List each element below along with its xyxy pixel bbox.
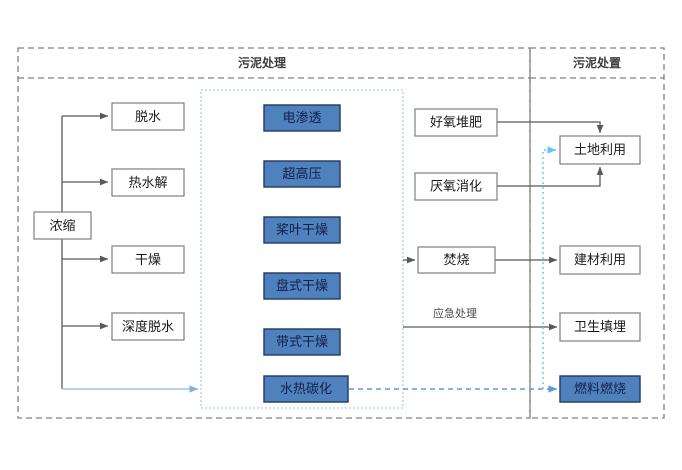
node-incineration-label: 焚烧	[443, 252, 469, 267]
node-belt-drying[interactable]: 带式干燥	[263, 328, 341, 356]
node-deep-dewater[interactable]: 深度脱水	[111, 312, 185, 341]
node-electro-osmosis-label: 电渗透	[282, 110, 321, 125]
node-land-use-label: 土地利用	[574, 142, 626, 157]
node-sanitary-landfill[interactable]: 卫生填埋	[559, 312, 641, 342]
node-fuel-combustion[interactable]: 燃料燃烧	[559, 375, 641, 403]
node-electro-osmosis[interactable]: 电渗透	[263, 104, 341, 132]
node-paddle-drying-label: 桨叶干燥	[276, 222, 328, 237]
group-title-disposal: 污泥处置	[573, 55, 621, 70]
node-incineration[interactable]: 焚烧	[417, 246, 496, 274]
node-fuel-combustion-label: 燃料燃烧	[574, 381, 626, 396]
node-disc-drying-label: 盘式干燥	[276, 278, 328, 293]
node-ultra-high-pressure-label: 超高压	[282, 166, 321, 181]
node-anaerobic-digestion-label: 厌氧消化	[430, 178, 482, 193]
node-building-material-use[interactable]: 建材利用	[559, 245, 641, 275]
node-drying-label: 干燥	[135, 252, 161, 267]
edge-anaerobic-digestion-to-land-use	[497, 166, 604, 187]
node-concentrate[interactable]: 浓缩	[33, 211, 92, 240]
node-concentrate-label: 浓缩	[49, 218, 75, 233]
node-thermal-hydrolysis[interactable]: 热水解	[111, 168, 185, 197]
edges-right-branch: 应急处理	[349, 121, 604, 393]
node-aerobic-composting-label: 好氧堆肥	[430, 114, 482, 129]
node-anaerobic-digestion[interactable]: 厌氧消化	[414, 172, 498, 201]
node-ultra-high-pressure[interactable]: 超高压	[263, 160, 341, 188]
edge-label-emergency: 应急处理	[433, 306, 477, 320]
group-treatment-container: 污泥处理	[17, 47, 531, 419]
node-land-use[interactable]: 土地利用	[559, 135, 641, 165]
node-dewater[interactable]: 脱水	[111, 102, 185, 131]
node-thermal-hydrolysis-label: 热水解	[128, 175, 167, 190]
group-disposal-container: 污泥处置	[529, 47, 665, 419]
node-drying[interactable]: 干燥	[111, 245, 185, 274]
node-hydrothermal-carbonization-label: 水热碳化	[280, 381, 332, 396]
node-dewater-label: 脱水	[135, 109, 161, 124]
edges-left-branch	[61, 112, 199, 393]
node-sanitary-landfill-label: 卫生填埋	[574, 319, 626, 334]
group-technology-container	[200, 89, 404, 409]
node-building-material-use-label: 建材利用	[574, 252, 626, 267]
edge-aerobic-composting-to-land-use	[497, 121, 604, 134]
node-disc-drying[interactable]: 盘式干燥	[263, 272, 341, 300]
node-belt-drying-label: 带式干燥	[276, 334, 328, 349]
node-aerobic-composting[interactable]: 好氧堆肥	[414, 108, 498, 137]
node-deep-dewater-label: 深度脱水	[122, 319, 174, 334]
node-hydrothermal-carbonization[interactable]: 水热碳化	[263, 375, 349, 403]
group-title-treatment: 污泥处理	[238, 55, 286, 70]
node-paddle-drying[interactable]: 桨叶干燥	[263, 216, 341, 244]
